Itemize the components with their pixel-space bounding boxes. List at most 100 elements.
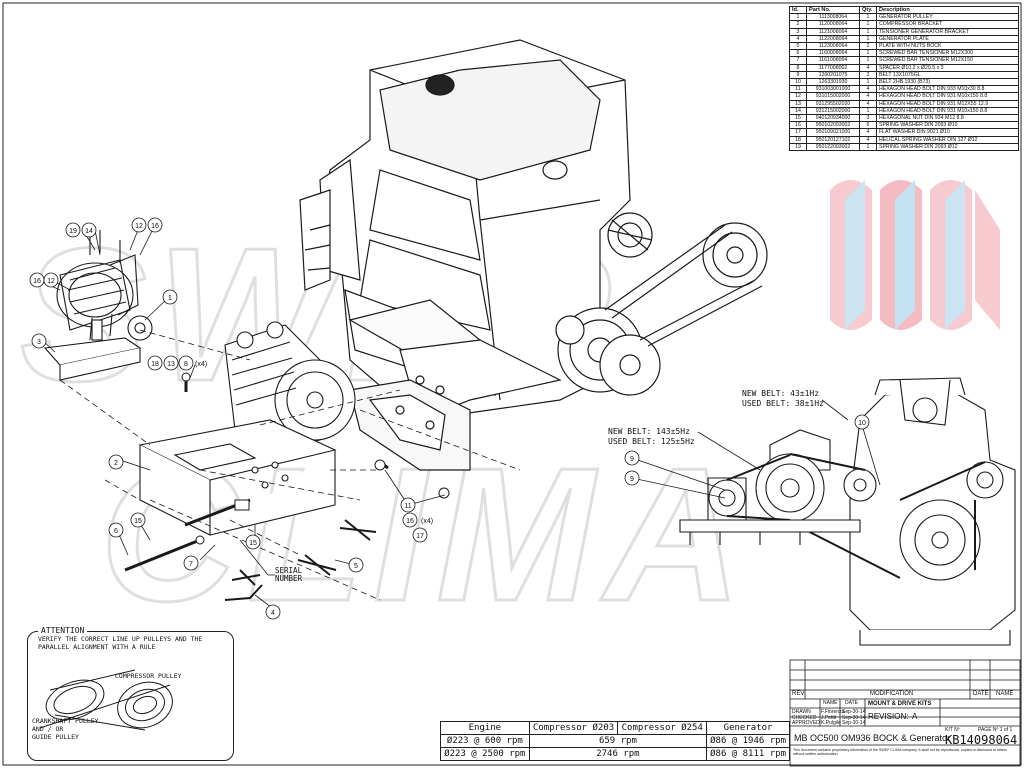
parts-id: 12	[789, 92, 807, 101]
parts-id: 16	[789, 121, 807, 130]
parts-description: BELT 2HB 1930 (B73)	[876, 78, 1019, 87]
rpm-header-engine: Engine	[440, 721, 530, 735]
callout-16-b: 16	[406, 518, 414, 525]
tb-approved-name: K.Pulgile	[821, 720, 841, 726]
rpm-table: Engine Compressor Ø203 Compressor Ø254 G…	[440, 721, 790, 761]
parts-description: HELICAL SPRING WASHER DIN 127 Ø12	[876, 135, 1019, 144]
parts-header-part-no: Part No.	[806, 5, 860, 15]
parts-id: 13	[789, 99, 807, 108]
rpm-generator: Ø86 @ 1946 rpm	[706, 734, 790, 748]
parts-qty: 1	[859, 49, 877, 58]
parts-part-no: 1177008002	[806, 63, 860, 72]
callout-3: 3	[37, 339, 41, 346]
belt10-new-freq: NEW BELT: 43±1Hz	[742, 389, 820, 398]
alignment-diagram	[39, 669, 173, 731]
tb-kit-no: KB14098064	[945, 733, 1018, 747]
callout-8-qty: (x4)	[195, 361, 207, 368]
parts-description: BELT 13X1075GL	[876, 70, 1019, 80]
rpm-generator: Ø86 @ 8111 rpm	[706, 747, 790, 761]
callout-6: 6	[114, 528, 118, 535]
parts-part-no: 1113008064	[806, 13, 860, 22]
front-view	[679, 377, 1016, 646]
parts-description: FLAT WASHER DIN 9021 Ø10	[876, 128, 1019, 137]
callout-8: 8	[184, 361, 188, 368]
rpm-header-comp203: Compressor Ø203	[528, 721, 619, 735]
parts-id: 3	[789, 27, 807, 36]
parts-id: 18	[789, 135, 807, 144]
parts-id: 8	[789, 63, 807, 72]
parts-qty: 1	[859, 142, 877, 152]
belt10-used-freq: USED BELT: 38±1Hz	[742, 399, 824, 408]
parts-part-no: 1122008064	[806, 34, 860, 44]
tb-revision: A	[912, 712, 918, 721]
tb-name: NAME	[996, 691, 1014, 697]
callout-15: 15	[134, 518, 142, 525]
belt9-new-freq: NEW BELT: 143±5Hz	[608, 427, 690, 436]
rpm-compressor: 659 rpm	[528, 734, 708, 748]
attention-panel	[27, 631, 234, 761]
callout-7: 7	[189, 561, 193, 568]
parts-part-no: 1263301930	[806, 78, 860, 87]
parts-qty: 3	[859, 114, 877, 123]
parts-qty: 1	[859, 56, 877, 65]
callout-19: 19	[69, 228, 77, 235]
parts-qty: 1	[859, 27, 877, 36]
callout-16: 16	[151, 223, 159, 230]
parts-description: PLATE WITH NUTS BOCK	[876, 42, 1019, 51]
parts-part-no: 940120934000	[806, 114, 860, 123]
parts-description: SPRING WASHER DIN 2093 Ø12	[876, 142, 1019, 152]
tb-checked-date: Sep-30-14	[842, 715, 866, 721]
parts-id: 11	[789, 85, 807, 94]
callout-12: 12	[135, 223, 143, 230]
parts-description: HEXAGONAL NUT DIN 934 M12 8.8	[876, 114, 1019, 123]
parts-header-description: Description	[876, 5, 1019, 15]
rpm-header-generator: Generator	[706, 721, 790, 735]
title-block-lines	[789, 659, 1021, 767]
parts-qty: 4	[859, 128, 877, 137]
parts-qty: 4	[859, 85, 877, 94]
parts-id: 17	[789, 128, 807, 137]
parts-qty: 1	[859, 106, 877, 116]
tb-modification: MODIFICATION	[870, 691, 914, 697]
rpm-engine: Ø223 @ 2500 rpm	[440, 747, 530, 761]
parts-part-no: 931003001000	[806, 85, 860, 94]
tb-kit-type: MOUNT & DRIVE KITS	[868, 701, 932, 707]
rpm-header-row: Engine Compressor Ø203 Compressor Ø254 G…	[440, 721, 790, 735]
parts-qty: 2	[859, 42, 877, 51]
parts-qty: 2	[859, 70, 877, 80]
parts-header-id: Id.	[789, 5, 807, 15]
parts-description: HEXAGON HEAD BOLT DIN 933 M10x30 8.8	[876, 85, 1019, 94]
callout-14: 14	[85, 228, 93, 235]
tb-date-col: DATE	[845, 700, 858, 706]
tb-date: DATE	[973, 691, 989, 697]
parts-id: 14	[789, 106, 807, 116]
parts-part-no: 950120127102	[806, 135, 860, 144]
tb-checked: CHECKED	[792, 715, 817, 721]
tensioner-bracket	[43, 313, 142, 381]
callout-16-left: 16	[33, 278, 41, 285]
callout-11: 11	[404, 503, 411, 510]
callout-17: 17	[416, 533, 424, 540]
parts-id: 5	[789, 42, 807, 51]
compressor-bracket	[138, 419, 337, 536]
rpm-row: Ø223 @ 2500 rpm 2746 rpm Ø86 @ 8111 rpm	[440, 747, 790, 761]
parts-qty: 4	[859, 63, 877, 72]
parts-part-no: 931015002000	[806, 92, 860, 101]
tb-kit-no-label: KIT Nº	[945, 727, 960, 733]
tb-approved-date: Sep-30-14	[842, 720, 866, 726]
parts-part-no: 1123008064	[806, 42, 860, 51]
parts-description: TENSIONER GENERATOR BRACKET	[876, 27, 1019, 36]
parts-qty: 1	[859, 13, 877, 22]
rpm-header-comp254: Compressor Ø254	[617, 721, 708, 735]
belt-leaders	[697, 399, 849, 471]
serial-number-label: SERIAL NUMBER	[275, 566, 303, 583]
callout-1: 1	[168, 295, 172, 302]
